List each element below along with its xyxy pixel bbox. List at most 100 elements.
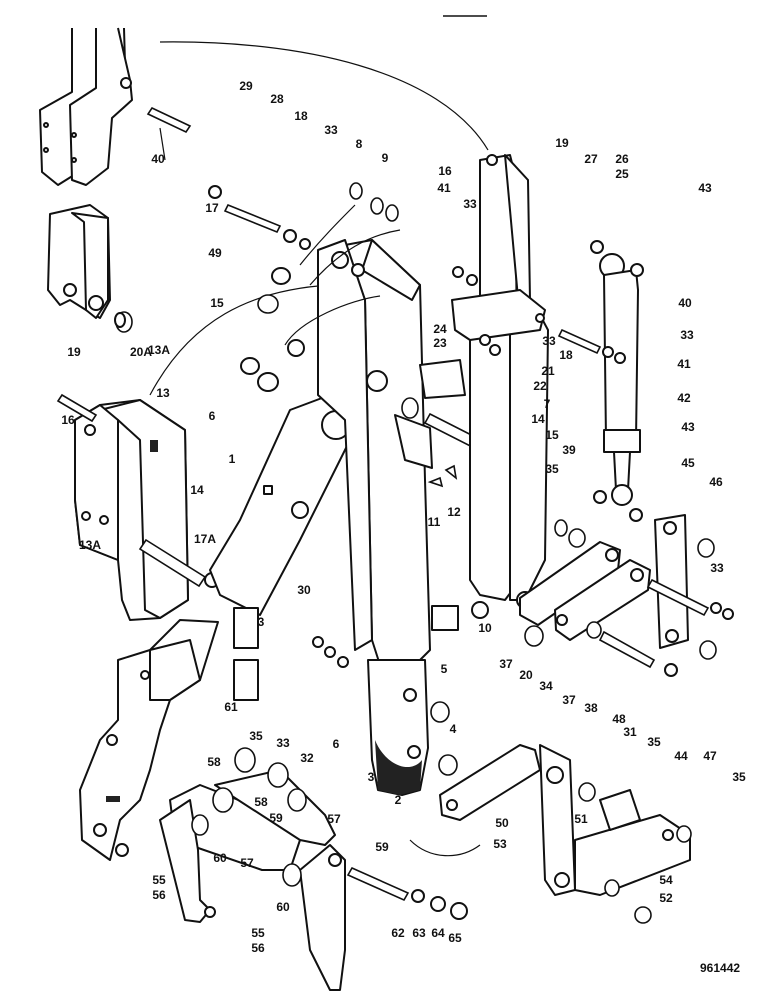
callout-20: 20 [519,668,533,682]
callout-31: 31 [623,725,637,739]
bush-47 [699,640,717,660]
lower-boom-3 [367,659,429,796]
callout-59: 59 [375,840,389,854]
link-19-left [47,204,111,319]
callout-33: 33 [463,197,477,211]
washer-33a [299,238,311,250]
pin-16-left [56,393,98,423]
callout-37: 37 [499,657,513,671]
callout-65: 65 [448,931,462,945]
callout-42: 42 [677,391,691,405]
bush-61 [234,747,256,773]
washer-33e [710,602,722,614]
link-55-56-left [159,799,216,923]
callout-33: 33 [324,123,338,137]
callout-54: 54 [659,873,673,887]
hose-curve-left [149,284,331,396]
hose-8 [299,204,356,266]
callout-1: 1 [229,452,236,466]
pin-40-right [557,328,602,355]
washer-29 [208,185,222,199]
pin-44 [646,578,710,617]
callout-57: 57 [327,812,341,826]
callout-30: 30 [297,583,311,597]
bush-7 [401,397,419,419]
grease-nipples-11-12 [427,464,458,488]
washer-35a [312,636,324,648]
callout-2: 2 [395,793,402,807]
callout-41: 41 [437,181,451,195]
callout-61: 61 [224,700,238,714]
callout-44: 44 [674,749,688,763]
callout-58: 58 [254,795,268,809]
hose-9 [309,229,401,286]
callout-3: 3 [368,770,375,784]
callout-55: 55 [152,873,166,887]
callout-28: 28 [270,92,284,106]
callout-7: 7 [544,397,551,411]
boom-arm-1 [209,394,351,616]
callout-55: 55 [251,926,265,940]
callout-33: 33 [680,328,694,342]
callout-13a: 13A [148,343,170,357]
callout-23: 23 [433,336,447,350]
callout-56: 56 [251,941,265,955]
callout-17a: 17A [194,532,216,546]
callout-17: 17 [205,201,219,215]
callout-8: 8 [356,137,363,151]
callout-48: 48 [612,712,626,726]
hydraulic-hose-curve [159,41,489,151]
bush-59 [287,788,307,812]
callout-18: 18 [559,348,573,362]
callout-50: 50 [495,816,509,830]
mounting-bracket-6 [74,399,189,621]
link-55-56-right [299,844,346,991]
callout-40: 40 [678,296,692,310]
callout-13: 13 [156,386,170,400]
washer-43b [630,263,644,277]
washer-43d [629,508,643,522]
washer-13A [240,357,260,375]
callout-12: 12 [447,505,461,519]
bush-20A [114,311,133,333]
callout-13a: 13A [79,538,101,552]
pin-28 [223,203,282,234]
washer-41 [452,266,464,278]
callout-14: 14 [531,412,545,426]
callout-47: 47 [703,749,717,763]
pin-59-right [346,866,410,902]
bush-4 [438,754,458,776]
bush-38 [586,621,602,639]
callout-58: 58 [207,755,221,769]
washer-33c [466,274,478,286]
callout-26: 26 [615,152,629,166]
callout-25: 25 [615,167,629,181]
callout-6: 6 [333,737,340,751]
washer-32 [337,656,349,668]
link-57 [169,769,336,871]
bush-39 [568,528,586,548]
hydraulic-cylinder-42 [599,253,641,506]
callout-39: 39 [562,443,576,457]
washer-17 [271,267,291,285]
washer-15 [287,339,305,357]
link-45 [654,514,689,649]
callout-35: 35 [545,462,559,476]
wear-pad-3b [233,659,259,701]
callout-15: 15 [545,428,559,442]
wear-pad-3a [233,607,259,649]
callout-21: 21 [541,364,555,378]
callout-29: 29 [239,79,253,93]
link-plates-34-37 [519,541,651,641]
washer-65 [450,902,468,920]
callout-40: 40 [151,152,165,166]
washer-43c [593,490,607,504]
bush-46 [697,538,715,558]
post-26-right [509,314,549,609]
washer-43a [590,240,604,254]
washer-37 [556,614,568,626]
washer-13 [257,372,279,392]
callout-35: 35 [732,770,746,784]
